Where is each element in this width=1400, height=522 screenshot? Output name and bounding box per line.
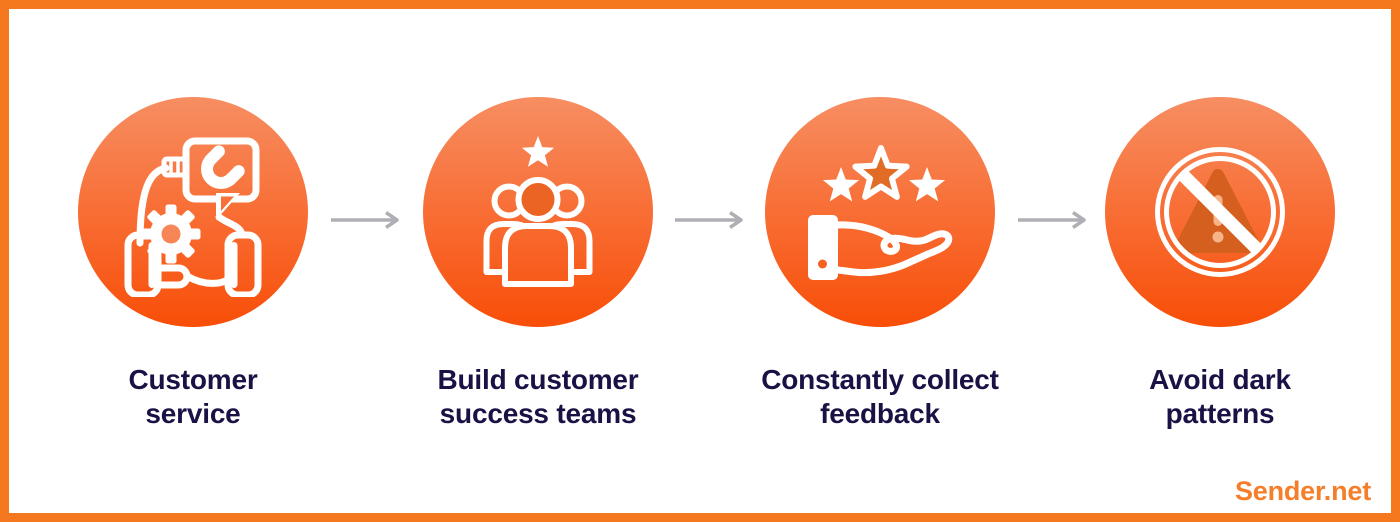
step-label-line: service	[145, 398, 241, 429]
arrow-right-icon	[675, 211, 743, 229]
customer-success-team-icon	[483, 136, 593, 287]
collect-feedback-badge	[765, 97, 995, 327]
arrow-right-icon	[1018, 211, 1086, 229]
sender-net-logo: Sender.net	[1234, 476, 1371, 506]
step-customer-service: Customer service	[43, 97, 343, 431]
customer-service-badge	[78, 97, 308, 327]
step-label-line: success teams	[439, 398, 637, 429]
customer-service-icon	[124, 137, 262, 297]
step-label-collect-feedback: Constantly collect feedback	[730, 363, 1030, 431]
step-label-line: Customer	[128, 364, 258, 395]
collect-feedback-icon	[808, 145, 953, 280]
success-teams-badge	[423, 97, 653, 327]
step-label-line: Build customer	[437, 364, 639, 395]
step-label-customer-service: Customer service	[43, 363, 343, 431]
avoid-dark-patterns-icon	[1155, 147, 1285, 277]
step-label-line: Constantly collect	[761, 364, 999, 395]
step-collect-feedback: Constantly collect feedback	[730, 97, 1030, 431]
step-label-success-teams: Build customer success teams	[388, 363, 688, 431]
arrow-right-icon	[331, 211, 399, 229]
step-label-avoid-dark-patterns: Avoid dark patterns	[1070, 363, 1370, 431]
step-label-line: Avoid dark	[1149, 364, 1291, 395]
step-success-teams: Build customer success teams	[388, 97, 688, 431]
step-label-line: patterns	[1165, 398, 1275, 429]
avoid-dark-patterns-badge	[1105, 97, 1335, 327]
step-label-line: feedback	[820, 398, 940, 429]
step-avoid-dark-patterns: Avoid dark patterns	[1070, 97, 1370, 431]
